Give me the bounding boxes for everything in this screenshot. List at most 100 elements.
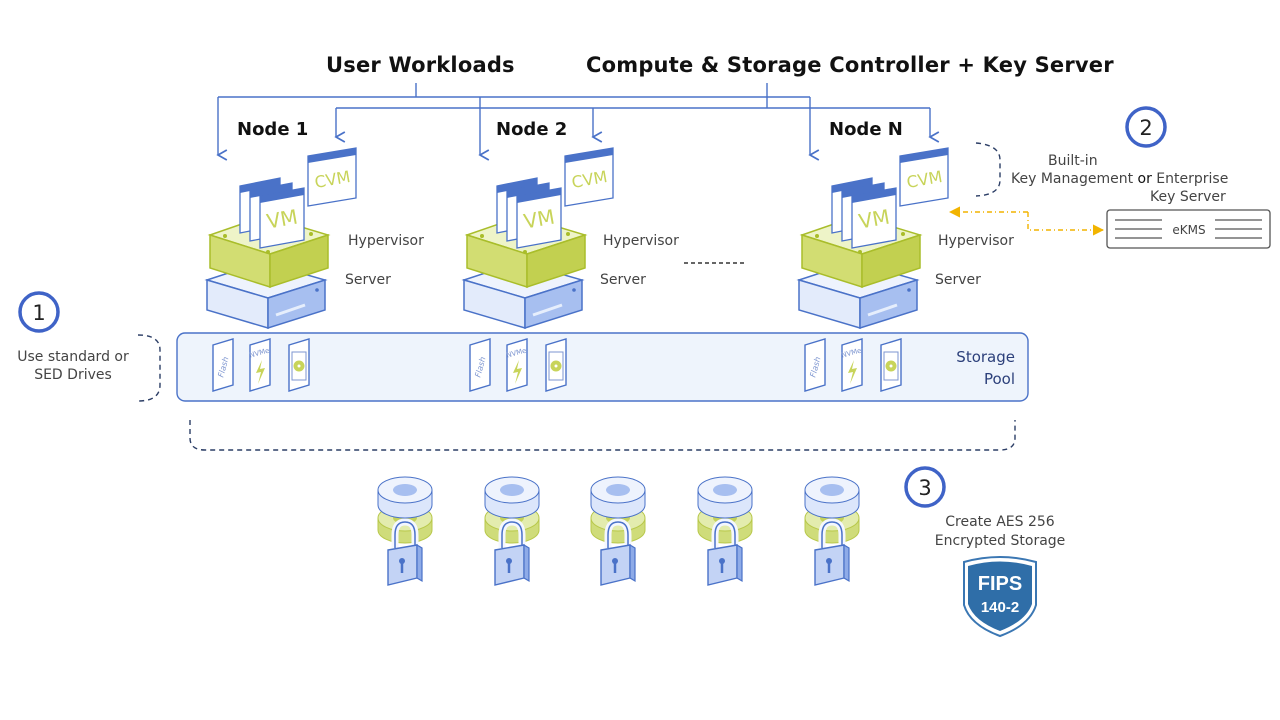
drive-nvme: NVMe — [841, 338, 863, 392]
step-1-line1: Use standard or — [17, 349, 129, 365]
hypervisor-dot — [901, 232, 905, 236]
step-2-text: Built-in Key Management or Enterprise Ke… — [1011, 152, 1241, 206]
disc-hole — [554, 364, 558, 368]
controller-connector — [336, 83, 930, 109]
hypervisor-right — [861, 233, 921, 289]
drive-sed — [288, 338, 310, 392]
vm-window-titlebar — [517, 188, 561, 203]
lock-side — [843, 543, 850, 583]
server-led — [572, 288, 576, 292]
server-label-n: Server — [935, 272, 981, 288]
vm-window-mid-titlebar — [250, 183, 292, 198]
step-1-text: Use standard or SED Drives — [2, 348, 144, 384]
keyhole-icon — [506, 558, 512, 564]
server-led — [907, 288, 911, 292]
vm-window-mid-titlebar — [842, 183, 884, 198]
lightning-icon — [513, 360, 522, 384]
blue-disk-hub — [500, 484, 524, 496]
vm-window: VM — [851, 187, 897, 249]
vm-window-mid-titlebar — [507, 183, 549, 198]
server-label-1: Server — [345, 272, 391, 288]
keyhole-icon — [612, 558, 618, 564]
server-right — [267, 278, 326, 330]
drive-nvme: NVMe — [249, 338, 271, 392]
lightning-icon — [848, 360, 857, 384]
bracket-storage — [189, 420, 1016, 451]
lock-shackle — [501, 521, 523, 548]
cvm-window: CVM — [307, 147, 357, 207]
vm-window-back-titlebar — [240, 178, 280, 193]
lock-shackle — [607, 521, 629, 548]
hypervisor-right — [526, 233, 586, 289]
server-slot — [275, 303, 306, 317]
step-2-builtin: Key Management — [1011, 171, 1134, 187]
encrypted-disk-2 — [484, 476, 540, 586]
step-3-circle — [904, 466, 946, 508]
server-label-2: Server — [600, 272, 646, 288]
server-slot — [867, 303, 898, 317]
storage-pool-line2: Pool — [983, 370, 1015, 388]
drive-body — [469, 338, 491, 392]
hypervisor-dot — [815, 234, 819, 238]
drive-sed — [545, 338, 567, 392]
hypervisor-dot — [266, 250, 270, 254]
controller-title: Compute & Storage Controller + Key Serve… — [586, 53, 1114, 77]
hypervisor-label-n: Hypervisor — [938, 233, 1014, 249]
drive-body — [804, 338, 826, 392]
encrypted-disk-3 — [590, 476, 646, 586]
hypervisor-label-2: Hypervisor — [603, 233, 679, 249]
step-3-text: Create AES 256 Encrypted Storage — [915, 513, 1085, 551]
cvm-window-titlebar — [565, 148, 613, 163]
step-3-number: 3 — [918, 476, 931, 500]
drive-sed — [880, 338, 902, 392]
encrypted-disk-1 — [377, 476, 433, 586]
sed-inner — [883, 351, 899, 381]
cvm-window: CVM — [899, 147, 949, 207]
step-1-line2: SED Drives — [34, 367, 112, 383]
cvm-window: CVM — [564, 147, 614, 207]
encrypted-disk-5 — [804, 476, 860, 586]
step-2-enterprise: Enterprise — [1156, 171, 1229, 187]
node-2-label: Node 2 — [496, 119, 568, 140]
cvm-window-titlebar — [900, 148, 948, 163]
storage-pool-line1: Storage — [956, 348, 1015, 366]
drive-flash: Flash — [804, 338, 826, 392]
key-link-arrow-right — [1027, 212, 1105, 236]
step-3-line1: Create AES 256 — [945, 514, 1055, 530]
lock-shackle — [394, 521, 416, 548]
blue-disk-hub — [606, 484, 630, 496]
server-right — [859, 278, 918, 330]
step-3-line2: Encrypted Storage — [934, 533, 1066, 549]
drive-body — [212, 338, 234, 392]
step-2-line1: Built-in — [1048, 153, 1098, 169]
keyhole-icon — [719, 558, 725, 564]
step-1-circle — [18, 291, 60, 333]
lock-side — [736, 543, 743, 583]
server-right — [524, 278, 583, 330]
blue-disk-hub — [820, 484, 844, 496]
lock-shackle — [821, 521, 843, 548]
bracket-drives — [137, 334, 161, 402]
lock-side — [523, 543, 530, 583]
sed-inner — [291, 351, 307, 381]
drive-nvme: NVMe — [506, 338, 528, 392]
vm-window-label: VM — [522, 204, 557, 233]
disc-hole — [297, 364, 301, 368]
vm-window-label: VM — [857, 204, 892, 233]
fips-line2: 140-2 — [981, 599, 1019, 616]
server-slot — [532, 303, 563, 317]
lock-shackle — [714, 521, 736, 548]
drive-flash: Flash — [469, 338, 491, 392]
keyhole-icon — [399, 558, 405, 564]
vm-window-back-titlebar — [497, 178, 537, 193]
vm-window: VM — [516, 187, 562, 249]
lock-side — [416, 543, 423, 583]
hypervisor-dot — [480, 234, 484, 238]
server-led — [315, 288, 319, 292]
step-1-number: 1 — [32, 301, 45, 325]
step-2-circle — [1125, 106, 1167, 148]
